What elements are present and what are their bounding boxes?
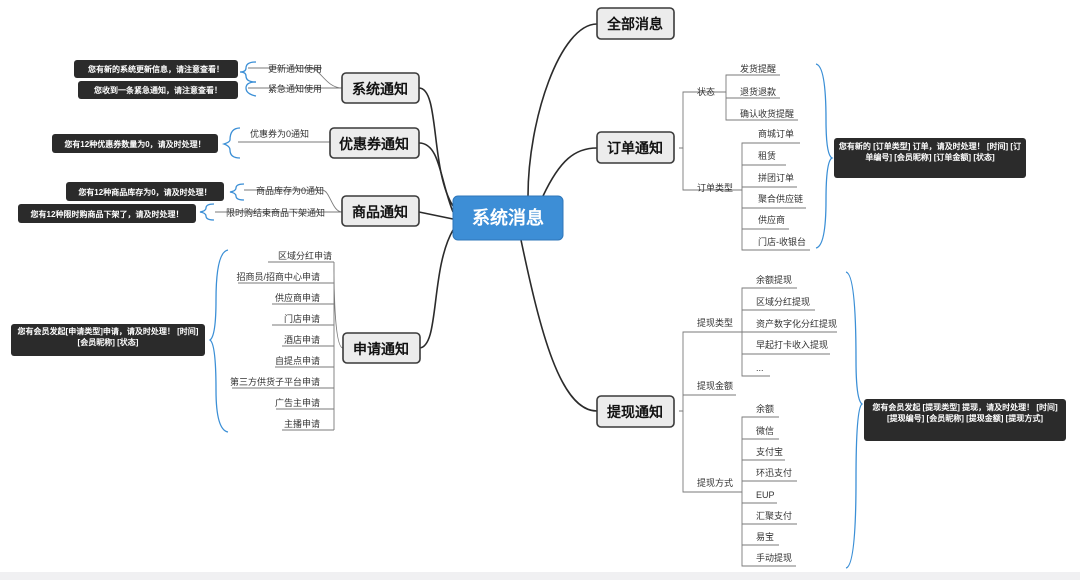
order-items: 状态 订单类型 发货提醒 退货退款 确认收货提醒 商城订单 租赁 拼团订单 聚合… — [697, 63, 806, 247]
leaf-node[interactable]: 区域分红提现 — [756, 296, 810, 307]
apply-items: 区域分红申请 招商员/招商中心申请 供应商申请 门店申请 酒店申请 自提点申请 … — [230, 250, 332, 429]
note-goods-offshelf[interactable]: 您有12种限时购商品下架了，请及时处理！ — [18, 204, 196, 223]
leaf-node[interactable]: ... — [756, 363, 764, 373]
leaf-node[interactable]: 环迅支付 — [756, 467, 792, 478]
order-group-status[interactable]: 状态 — [697, 86, 715, 97]
leaf-node[interactable]: 门店申请 — [284, 313, 320, 324]
withdraw-group-amount[interactable]: 提现金额 — [697, 380, 733, 391]
branch-order-label: 订单通知 — [607, 140, 663, 156]
summary-brackets — [199, 61, 864, 569]
note-apply[interactable]: 您有会员发起[申请类型]申请，请及时处理！ [时间] [会员昵称] [状态] — [11, 324, 205, 356]
note-text: 您收到一条紧急通知，请注意查看！ — [94, 85, 222, 95]
branch-apply-label: 申请通知 — [353, 341, 409, 357]
leaf-node[interactable]: 酒店申请 — [284, 334, 320, 345]
leaf-node[interactable]: 确认收货提醒 — [740, 108, 794, 119]
leaf-node[interactable]: 支付宝 — [756, 446, 783, 457]
leaf-node[interactable]: 余额提现 — [756, 274, 792, 285]
note-withdraw[interactable]: 您有会员发起 [提现类型] 提现，请及时处理！ [时间] [提现编号] [会员昵… — [864, 399, 1066, 441]
branch-system-notice[interactable]: 系统通知 — [341, 72, 420, 104]
leaf-node[interactable]: 手动提现 — [756, 552, 792, 563]
note-callouts: 您有新的系统更新信息，请注意查看！ 您收到一条紧急通知，请注意查看！ 您有12种… — [11, 60, 1066, 441]
main-connectors — [418, 23, 598, 412]
leaf-node[interactable]: 拼团订单 — [758, 172, 794, 183]
withdraw-items: 提现类型 提现金额 提现方式 余额提现 区域分红提现 资产数字化分红提现 早起打… — [697, 274, 837, 563]
withdraw-group-type[interactable]: 提现类型 — [697, 317, 733, 328]
leaf-node[interactable]: 发货提醒 — [740, 63, 776, 74]
leaf-node[interactable]: 第三方供货子平台申请 — [230, 376, 320, 387]
branch-goods-notice[interactable]: 商品通知 — [341, 195, 420, 227]
leaf-node[interactable]: 供应商申请 — [275, 292, 320, 303]
leaf-node[interactable]: 自提点申请 — [275, 355, 320, 366]
note-text: 您有新的 [订单类型] 订单，请及时处理！ [时间] [订单编号] [会员昵称]… — [838, 142, 1022, 162]
branch-withdraw-label: 提现通知 — [607, 404, 663, 420]
branch-goods-label: 商品通知 — [352, 204, 408, 220]
goods-items: 商品库存为0通知 限时购结束商品下架通知 — [226, 185, 325, 218]
branch-order-notice[interactable]: 订单通知 — [596, 131, 675, 164]
branch-all-messages[interactable]: 全部消息 — [596, 7, 675, 40]
leaf-node[interactable]: EUP — [756, 490, 775, 500]
note-text: 您有新的系统更新信息，请注意查看！ — [88, 64, 224, 74]
note-goods-stock[interactable]: 您有12种商品库存为0，请及时处理！ — [66, 182, 224, 201]
branch-coupon-notice[interactable]: 优惠券通知 — [329, 127, 420, 159]
leaf-node[interactable]: 门店-收银台 — [758, 236, 806, 247]
leaf-node[interactable]: 早起打卡收入提现 — [756, 339, 828, 350]
leaf-node[interactable]: 商城订单 — [758, 128, 794, 139]
branch-withdraw-notice[interactable]: 提现通知 — [596, 395, 675, 428]
leaf-node[interactable]: 区域分红申请 — [278, 250, 332, 261]
bottom-scroll-strip — [0, 572, 1080, 580]
leaf-node[interactable]: 招商员/招商中心申请 — [236, 271, 320, 282]
leaf-node[interactable]: 聚合供应链 — [758, 193, 803, 204]
note-text: 您有12种限时购商品下架了，请及时处理！ — [31, 209, 184, 219]
leaf-node[interactable]: 广告主申请 — [275, 397, 320, 408]
note-coupon[interactable]: 您有12种优惠券数量为0，请及时处理！ — [52, 134, 218, 153]
note-system-urgent[interactable]: 您收到一条紧急通知，请注意查看！ — [78, 81, 238, 99]
leaf-node[interactable]: 余额 — [756, 403, 774, 414]
sub-connectors — [215, 67, 837, 567]
leaf-node[interactable]: 汇聚支付 — [756, 510, 792, 521]
note-text: 您有会员发起 [提现类型] 提现，请及时处理！ [时间] [提现编号] [会员昵… — [872, 403, 1058, 423]
leaf-node[interactable]: 租赁 — [758, 150, 776, 161]
note-system-update[interactable]: 您有新的系统更新信息，请注意查看！ — [74, 60, 238, 78]
central-node-label: 系统消息 — [472, 207, 544, 228]
withdraw-group-method[interactable]: 提现方式 — [697, 477, 733, 488]
leaf-node[interactable]: 更新通知使用 — [268, 63, 322, 74]
system-items: 更新通知使用 紧急通知使用 — [268, 63, 322, 94]
branch-system-label: 系统通知 — [352, 81, 408, 97]
central-node[interactable]: 系统消息 — [452, 195, 564, 241]
leaf-node[interactable]: 主播申请 — [284, 418, 320, 429]
leaf-node[interactable]: 退货退款 — [740, 86, 776, 97]
leaf-node[interactable]: 紧急通知使用 — [268, 83, 322, 94]
note-text: 您有12种优惠券数量为0，请及时处理！ — [64, 139, 205, 149]
leaf-node[interactable]: 资产数字化分红提现 — [756, 318, 837, 329]
note-text: 您有会员发起[申请类型]申请，请及时处理！ [时间] [会员昵称] [状态] — [17, 327, 199, 347]
leaf-node[interactable]: 优惠券为0通知 — [250, 128, 309, 139]
branch-coupon-label: 优惠券通知 — [339, 136, 409, 152]
leaf-node[interactable]: 微信 — [756, 425, 774, 436]
order-group-type[interactable]: 订单类型 — [697, 182, 733, 193]
note-order[interactable]: 您有新的 [订单类型] 订单，请及时处理！ [时间] [订单编号] [会员昵称]… — [834, 138, 1026, 178]
branch-all-label: 全部消息 — [606, 16, 663, 32]
branch-apply-notice[interactable]: 申请通知 — [342, 332, 421, 364]
leaf-node[interactable]: 易宝 — [756, 531, 774, 542]
note-text: 您有12种商品库存为0，请及时处理！ — [78, 187, 211, 197]
leaf-node[interactable]: 商品库存为0通知 — [256, 185, 324, 196]
leaf-node[interactable]: 供应商 — [758, 214, 785, 225]
leaf-node[interactable]: 限时购结束商品下架通知 — [226, 207, 325, 218]
